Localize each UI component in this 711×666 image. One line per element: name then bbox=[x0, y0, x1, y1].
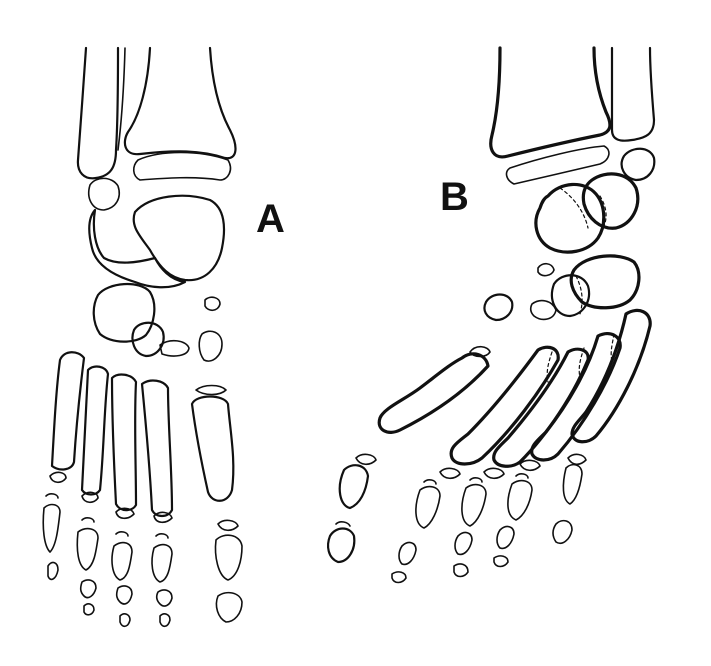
phalanx-b-2-distal bbox=[392, 572, 406, 583]
phalanx-b-3-middle bbox=[455, 533, 472, 555]
phalanx-a-1-proximal bbox=[216, 535, 243, 580]
phalanx-a-3-proximal bbox=[112, 543, 132, 580]
phalanx-b-5-proximal bbox=[563, 465, 582, 504]
ph-epiphysis-b-2 bbox=[424, 480, 436, 484]
ph-epiphysis-b-1-distal bbox=[336, 522, 350, 526]
panel-label-b: B bbox=[440, 175, 469, 219]
ph-epiphysis-a-2 bbox=[156, 534, 168, 538]
phalanx-a-2-proximal bbox=[152, 545, 172, 582]
phalanx-a-4-distal bbox=[84, 604, 94, 615]
mt-epiphysis-b-5 bbox=[568, 454, 586, 464]
talus-a bbox=[134, 196, 224, 280]
metatarsal-a-1-epiphysis bbox=[196, 386, 226, 395]
phalanx-a-1-distal bbox=[216, 593, 242, 622]
metatarsal-a-5 bbox=[52, 352, 84, 469]
phalanx-a-3-distal bbox=[120, 614, 130, 626]
cuboid-b bbox=[571, 256, 639, 308]
panel-label-a: A bbox=[256, 197, 285, 241]
phalanx-b-4-distal bbox=[494, 556, 508, 567]
metatarsal-b-3 bbox=[494, 349, 589, 466]
ph-epiphysis-a-5 bbox=[46, 494, 58, 498]
cuneiform-a-2 bbox=[160, 341, 189, 356]
ph-epiphysis-b-4 bbox=[516, 474, 528, 478]
mt-overlap-b-1 bbox=[547, 352, 552, 382]
mt-epiphysis-b-3 bbox=[484, 468, 504, 478]
metatarsal-a-1 bbox=[192, 397, 233, 501]
phalanx-a-2-middle bbox=[157, 590, 172, 606]
phalanx-b-3-proximal bbox=[462, 485, 486, 526]
talus-b bbox=[583, 174, 637, 228]
mt-epiphysis-a-2 bbox=[154, 512, 172, 522]
phalanx-b-5-distal bbox=[553, 521, 572, 544]
phalanx-b-1-proximal bbox=[340, 465, 368, 508]
phalanx-b-2-proximal bbox=[416, 487, 440, 528]
phalanx-b-3-distal bbox=[454, 564, 468, 577]
phalanx-b-4-middle bbox=[497, 527, 514, 549]
tibia-a bbox=[125, 48, 236, 158]
panel-b-foot bbox=[328, 48, 654, 583]
panel-a-foot bbox=[43, 48, 242, 626]
tibia-b bbox=[491, 48, 610, 157]
calcaneus-a bbox=[89, 210, 185, 287]
phalanx-a-5-distal bbox=[48, 563, 58, 580]
ph-epiphysis-a-4 bbox=[82, 518, 94, 522]
fibula-b bbox=[612, 48, 654, 141]
ph-epiphysis-b-3 bbox=[470, 478, 482, 482]
cuboid-a bbox=[94, 284, 155, 342]
phalanx-a-5-proximal bbox=[43, 505, 60, 552]
phalanx-a-4-proximal bbox=[77, 529, 98, 570]
phalanx-a-3-middle bbox=[117, 586, 132, 604]
cuneiform-b-medial bbox=[484, 295, 512, 321]
mt-epiphysis-b-2 bbox=[440, 468, 460, 478]
phalanx-a-2-distal bbox=[160, 614, 170, 626]
fibular-epiphysis-b bbox=[622, 149, 655, 180]
phalanx-b-1-distal bbox=[328, 529, 354, 563]
ph-epiphysis-a-1 bbox=[218, 520, 238, 530]
cuneiform-b-intermediate bbox=[531, 301, 556, 320]
phalanx-b-4-proximal bbox=[508, 481, 532, 520]
mt-epiphysis-b-4 bbox=[520, 460, 540, 470]
mt-epiphysis-b-1 bbox=[356, 454, 376, 464]
metatarsal-a-3 bbox=[112, 375, 136, 511]
metatarsal-a-4 bbox=[82, 367, 108, 495]
ph-epiphysis-a-3 bbox=[116, 532, 128, 536]
ossicle-b-1 bbox=[538, 264, 554, 276]
fibular-epiphysis-a bbox=[89, 178, 119, 210]
fibula-a bbox=[78, 48, 118, 178]
metatarsal-a-2 bbox=[142, 381, 172, 516]
tibial-epiphysis-a bbox=[134, 153, 231, 181]
phalanx-a-4-middle bbox=[81, 580, 96, 598]
metatarsal-b-2 bbox=[451, 347, 558, 464]
metatarsal-b-1 bbox=[379, 354, 488, 433]
navicular-a bbox=[205, 297, 220, 310]
phalanx-b-2-middle bbox=[399, 543, 416, 565]
medial-cuneiform-a bbox=[199, 331, 222, 361]
mt-epiphysis-a-5 bbox=[50, 472, 66, 482]
